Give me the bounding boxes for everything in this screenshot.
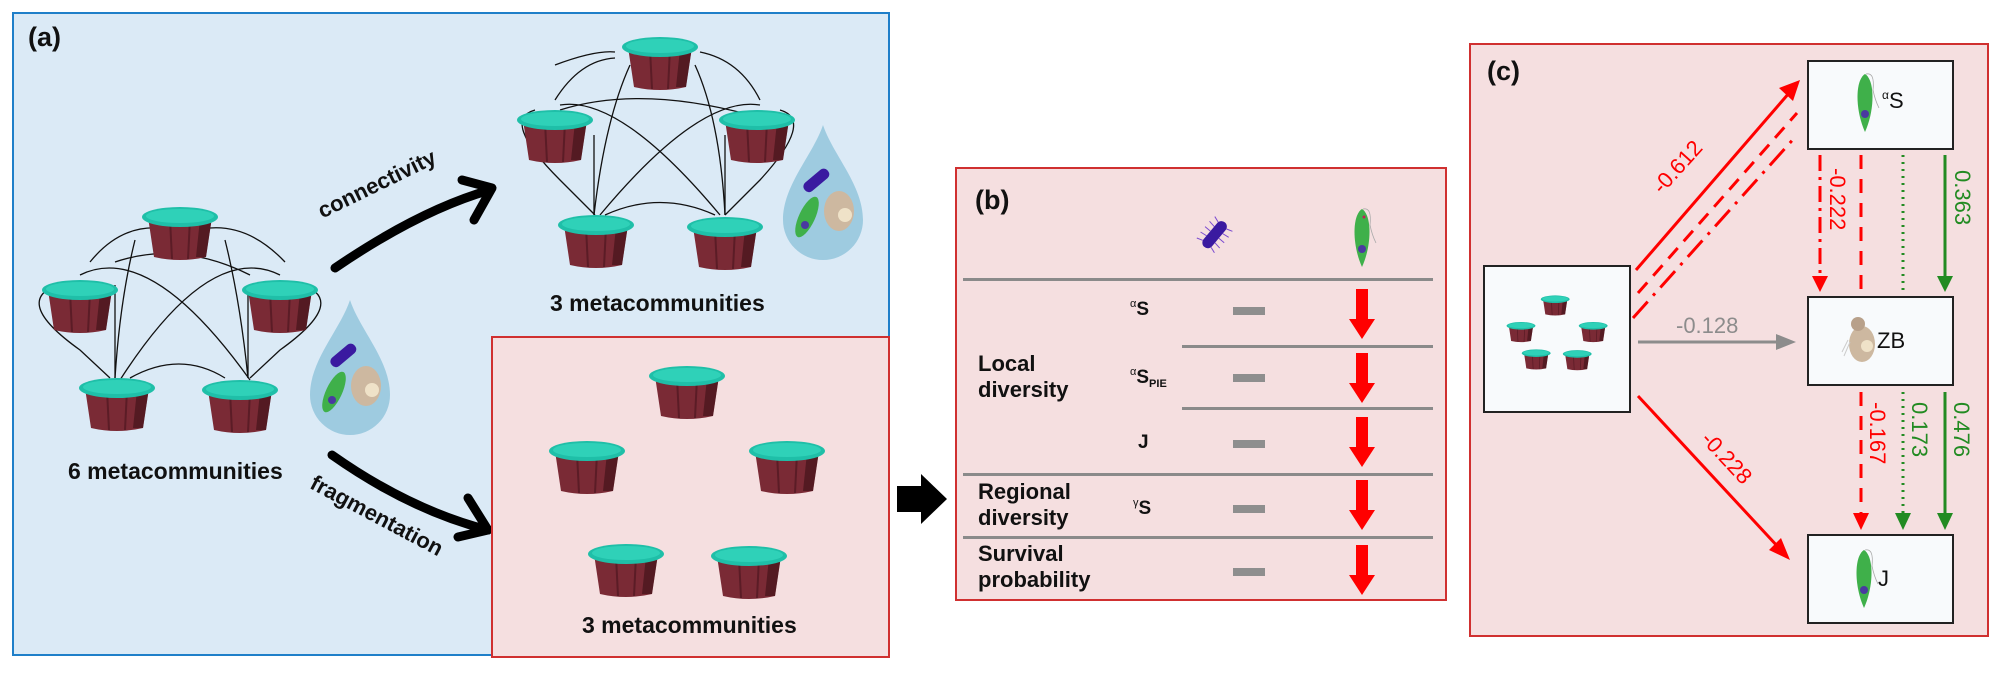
bacteria-icon [1196,216,1233,254]
path-line-dashed [1636,112,1799,294]
coef-zb-j-solid: 0.476 [1949,402,1974,457]
path-line-dashdot [1631,133,1799,320]
coef-alpha-s-zb-positive: 0.363 [1950,170,1975,225]
coef-source-zb: -0.128 [1676,313,1738,338]
decrease-arrow-icon [1349,353,1375,403]
node-j-label: J [1878,566,1889,591]
metric-j: J [1138,432,1149,454]
fragmentation-arrowhead [453,493,493,542]
no-change-dash-icon [1233,374,1265,382]
coef-source-j: -0.228 [1696,426,1757,489]
group-label-line: Local [978,351,1036,376]
decrease-arrow-icon [1349,289,1375,339]
metric-alpha-s: αS [1130,298,1149,321]
node-metacommunity [1483,265,1631,413]
node-j [1807,534,1954,624]
caption-6-metacommunities: 6 metacommunities [68,458,283,484]
metric-prefix: α [1130,298,1137,310]
group-label-line: Survival [978,541,1064,566]
zooplankton-icon [1841,317,1875,362]
path-arrowhead [1769,538,1790,560]
connectivity-arrowhead [457,175,497,225]
group-label-survival-probability: Survival probability [978,541,1090,593]
coef-zb-j-dotted: 0.173 [1907,402,1932,457]
path-line-source-alpha-s [1634,84,1798,271]
no-change-dash-icon [1233,505,1265,513]
euglena-icon [1354,208,1377,267]
connectivity-arrow [330,185,495,273]
caption-connected-3-metacommunities: 3 metacommunities [550,290,765,316]
node-zb-label: ZB [1877,328,1906,353]
panel-b-label: (b) [975,185,1010,215]
table-header-divider [963,278,1433,281]
coef-source-alpha-s: -0.612 [1647,135,1707,198]
panel-a-network-svg [38,36,863,542]
group-label-line: diversity [978,505,1069,530]
metric-name: S [1138,498,1152,519]
metric-name: J [1138,432,1149,453]
node-name: S [1888,88,1904,113]
group-divider [963,473,1433,476]
path-arrowhead [1853,513,1869,530]
group-label-line: Regional [978,479,1071,504]
node-alpha-s-label: αS [1882,88,1904,114]
path-line-source-j [1636,394,1782,551]
group-divider [963,536,1433,539]
metric-name: S [1136,299,1150,320]
caption-fragmented-3-metacommunities: 3 metacommunities [582,612,797,638]
node-prefix: α [1882,88,1889,102]
row-divider [1182,345,1433,348]
panel-transition-arrow-icon [897,474,947,524]
group-label-line: probability [978,567,1091,592]
path-arrowhead [1779,80,1800,101]
decrease-arrow-icon [1349,545,1375,595]
no-change-dash-icon [1233,568,1265,576]
panel-c-label: (c) [1487,56,1520,86]
fragmentation-arrow [327,450,493,535]
row-divider [1182,407,1433,410]
decrease-arrow-icon [1349,480,1375,530]
path-arrowhead [1812,276,1828,292]
metric-prefix: α [1130,366,1137,378]
path-arrowhead [1895,513,1911,530]
coef-alpha-s-zb-negative: -0.222 [1825,168,1850,230]
path-arrowhead [1776,334,1796,350]
euglena-icon [1856,549,1879,608]
path-arrowhead [1937,276,1953,292]
decrease-arrow-icon [1349,417,1375,467]
group-label-local-diversity: Local diversity [978,351,1069,403]
panel-a-label: (a) [28,22,61,52]
group-label-regional-diversity: Regional diversity [978,479,1071,531]
no-change-dash-icon [1233,307,1265,315]
metric-alpha-s-pie: αSPIE [1130,366,1167,390]
path-arrowhead [1937,513,1953,530]
metric-gamma-s: γS [1133,497,1151,520]
network-links-right [521,51,795,216]
node-zb [1807,296,1954,386]
coef-zb-j-negative: -0.167 [1865,402,1890,464]
group-label-line: diversity [978,377,1069,402]
node-alpha-s [1807,60,1954,150]
euglena-icon [1857,73,1880,132]
metric-name: S [1136,367,1150,388]
metric-subscript: PIE [1149,378,1167,390]
metric-prefix: γ [1133,497,1139,509]
no-change-dash-icon [1233,440,1265,448]
